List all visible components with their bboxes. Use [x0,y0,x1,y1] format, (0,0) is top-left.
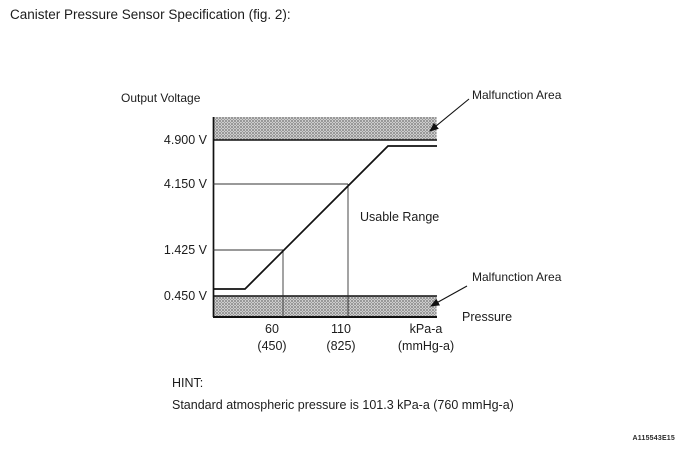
x-axis-title: Pressure [462,310,513,324]
x-axis-units: kPa-a (mmHg-a) [384,321,468,355]
malfunction-bottom-arrow [430,285,468,307]
y-tick-0450: 0.450 V [163,289,207,303]
malfunction-band-top [213,117,437,140]
figure-code: A115543E15 [632,435,675,442]
x-axis-unit-mmhg: (mmHg-a) [397,339,455,353]
malfunction-top-arrow [429,98,470,132]
page-title: Canister Pressure Sensor Specification (… [10,7,291,22]
y-tick-1425: 1.425 V [163,243,207,257]
x-tick-60: 60 (450) [230,321,314,355]
x-tick-110-mmhg: (825) [326,339,356,353]
hint-text: Standard atmospheric pressure is 101.3 k… [172,398,514,412]
malfunction-band-bottom [213,296,437,317]
x-tick-60-mmhg: (450) [257,339,287,353]
x-tick-60-kpa: 60 [265,322,279,336]
y-tick-4900: 4.900 V [163,133,207,147]
y-tick-4150: 4.150 V [163,177,207,191]
x-tick-110: 110 (825) [299,321,383,355]
x-axis-unit-kpa: kPa-a [409,322,443,336]
hint-label: HINT: [172,376,204,390]
malfunction-area-label-bottom: Malfunction Area [472,270,562,284]
usable-range-label: Usable Range [360,210,440,224]
malfunction-area-label-top: Malfunction Area [472,88,562,102]
y-axis-title: Output Voltage [121,91,201,105]
x-tick-110-kpa: 110 [331,322,351,336]
sensor-output-curve [213,145,437,290]
